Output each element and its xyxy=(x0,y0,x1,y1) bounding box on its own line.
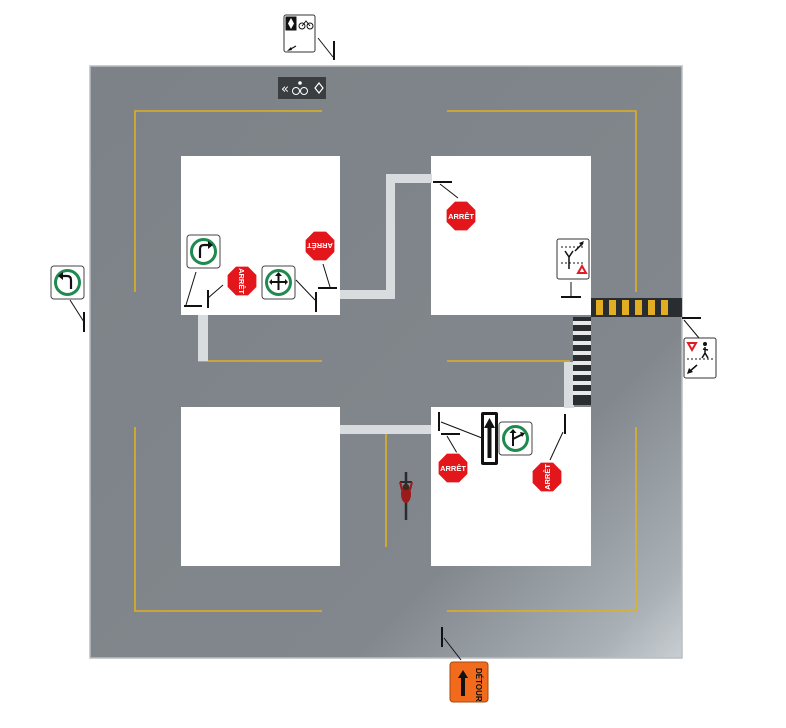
stop-sign: ARRÊT xyxy=(445,200,477,232)
stop-sign: ARRÊT xyxy=(226,265,258,297)
left-turn-only-sign xyxy=(50,265,85,300)
right-turn-only-sign xyxy=(186,234,221,269)
one-way-sign xyxy=(481,412,498,465)
crosswalk-strips xyxy=(198,174,574,434)
left-or-right-only-sign xyxy=(261,265,296,300)
stop-label: ARRÊT xyxy=(237,268,246,294)
detour-sign: DÉTOUR xyxy=(449,661,489,703)
stop-sign: ARRÊT xyxy=(304,230,336,262)
stop-label: ARRÊT xyxy=(307,241,333,250)
bike-lane-sign xyxy=(283,14,316,53)
straight-or-right-only-sign xyxy=(498,421,533,456)
block-bottom-left xyxy=(181,407,340,566)
road-surface xyxy=(89,65,683,659)
barrier-stripes xyxy=(591,298,682,317)
sign-posts xyxy=(69,37,701,661)
zebra-crosswalk xyxy=(573,317,591,405)
cyclist-yield-sign xyxy=(556,238,590,280)
bike-path-marking-sign: « xyxy=(278,77,326,99)
svg-text:«: « xyxy=(281,82,289,97)
pedestrian-yield-sign xyxy=(683,337,717,379)
detour-label: DÉTOUR xyxy=(474,668,483,702)
stop-sign: ARRÊT xyxy=(437,452,469,484)
stop-label: ARRÊT xyxy=(543,464,552,490)
yellow-centerlines xyxy=(134,110,637,612)
stop-sign: ARRÊT xyxy=(531,461,563,493)
cyclist xyxy=(399,472,413,520)
stop-label: ARRÊT xyxy=(440,464,466,473)
stop-label: ARRÊT xyxy=(448,212,474,221)
block-top-right xyxy=(431,156,591,315)
